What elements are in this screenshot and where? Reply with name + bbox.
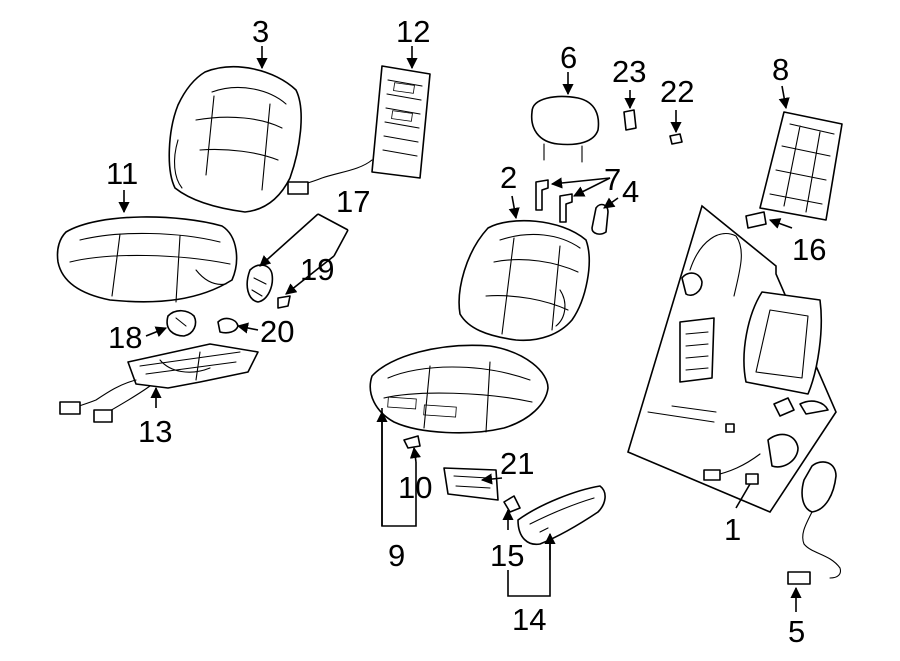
clip-part-23 xyxy=(623,109,637,131)
callout-14: 14 xyxy=(512,602,546,637)
clip-part-20 xyxy=(217,317,239,334)
frame-assembly-part-1 xyxy=(627,204,837,513)
seatback-heater-part-12 xyxy=(287,65,431,195)
callout-20: 20 xyxy=(260,314,294,349)
callout-21: 21 xyxy=(500,446,534,481)
callout-5: 5 xyxy=(788,614,805,649)
seatback-assembly-part-2 xyxy=(458,219,590,342)
callout-11: 11 xyxy=(106,156,138,191)
seatback-cover-part-3 xyxy=(168,66,302,213)
side-airbag-part-5 xyxy=(787,461,842,585)
seat-cushion-cover-part-11 xyxy=(56,216,238,303)
callout-15: 15 xyxy=(490,538,524,573)
headrest-part-6 xyxy=(530,95,600,163)
callout-17: 17 xyxy=(336,184,370,219)
side-shield-part-14 xyxy=(517,485,606,546)
callout-8: 8 xyxy=(772,52,789,87)
clip-part-19 xyxy=(277,295,291,309)
callout-2: 2 xyxy=(500,160,517,195)
callout-4: 4 xyxy=(622,174,639,209)
callout-3: 3 xyxy=(252,14,269,49)
callout-22: 22 xyxy=(660,74,694,109)
callout-10: 10 xyxy=(398,470,432,505)
seat-cushion-part-9 xyxy=(369,344,549,434)
callout-12: 12 xyxy=(396,14,430,49)
bracket-part-10 xyxy=(403,435,421,449)
clip-part-15 xyxy=(503,495,521,513)
callout-labels: 3 12 11 17 19 18 20 13 6 23 22 7 4 2 8 1… xyxy=(106,14,826,649)
callout-13: 13 xyxy=(138,414,172,449)
callout-19: 19 xyxy=(300,252,334,287)
callout-9: 9 xyxy=(388,538,405,573)
clip-part-16 xyxy=(745,211,767,229)
callout-6: 6 xyxy=(560,40,577,75)
leader-lines xyxy=(118,46,802,612)
side-bracket-part-17 xyxy=(246,264,274,303)
trim-part-21 xyxy=(443,467,499,501)
callout-16: 16 xyxy=(792,232,826,267)
callout-18: 18 xyxy=(108,320,142,355)
headrest-guide-part-7 xyxy=(535,179,573,223)
knob-part-18 xyxy=(166,309,197,337)
seatback-frame-part-8 xyxy=(759,111,843,221)
callout-7: 7 xyxy=(604,162,621,197)
callout-23: 23 xyxy=(612,54,646,89)
clip-part-22 xyxy=(669,133,683,145)
callout-1: 1 xyxy=(724,512,741,547)
trim-part-4 xyxy=(591,203,609,235)
seat-heater-mat-part-13 xyxy=(59,343,259,423)
